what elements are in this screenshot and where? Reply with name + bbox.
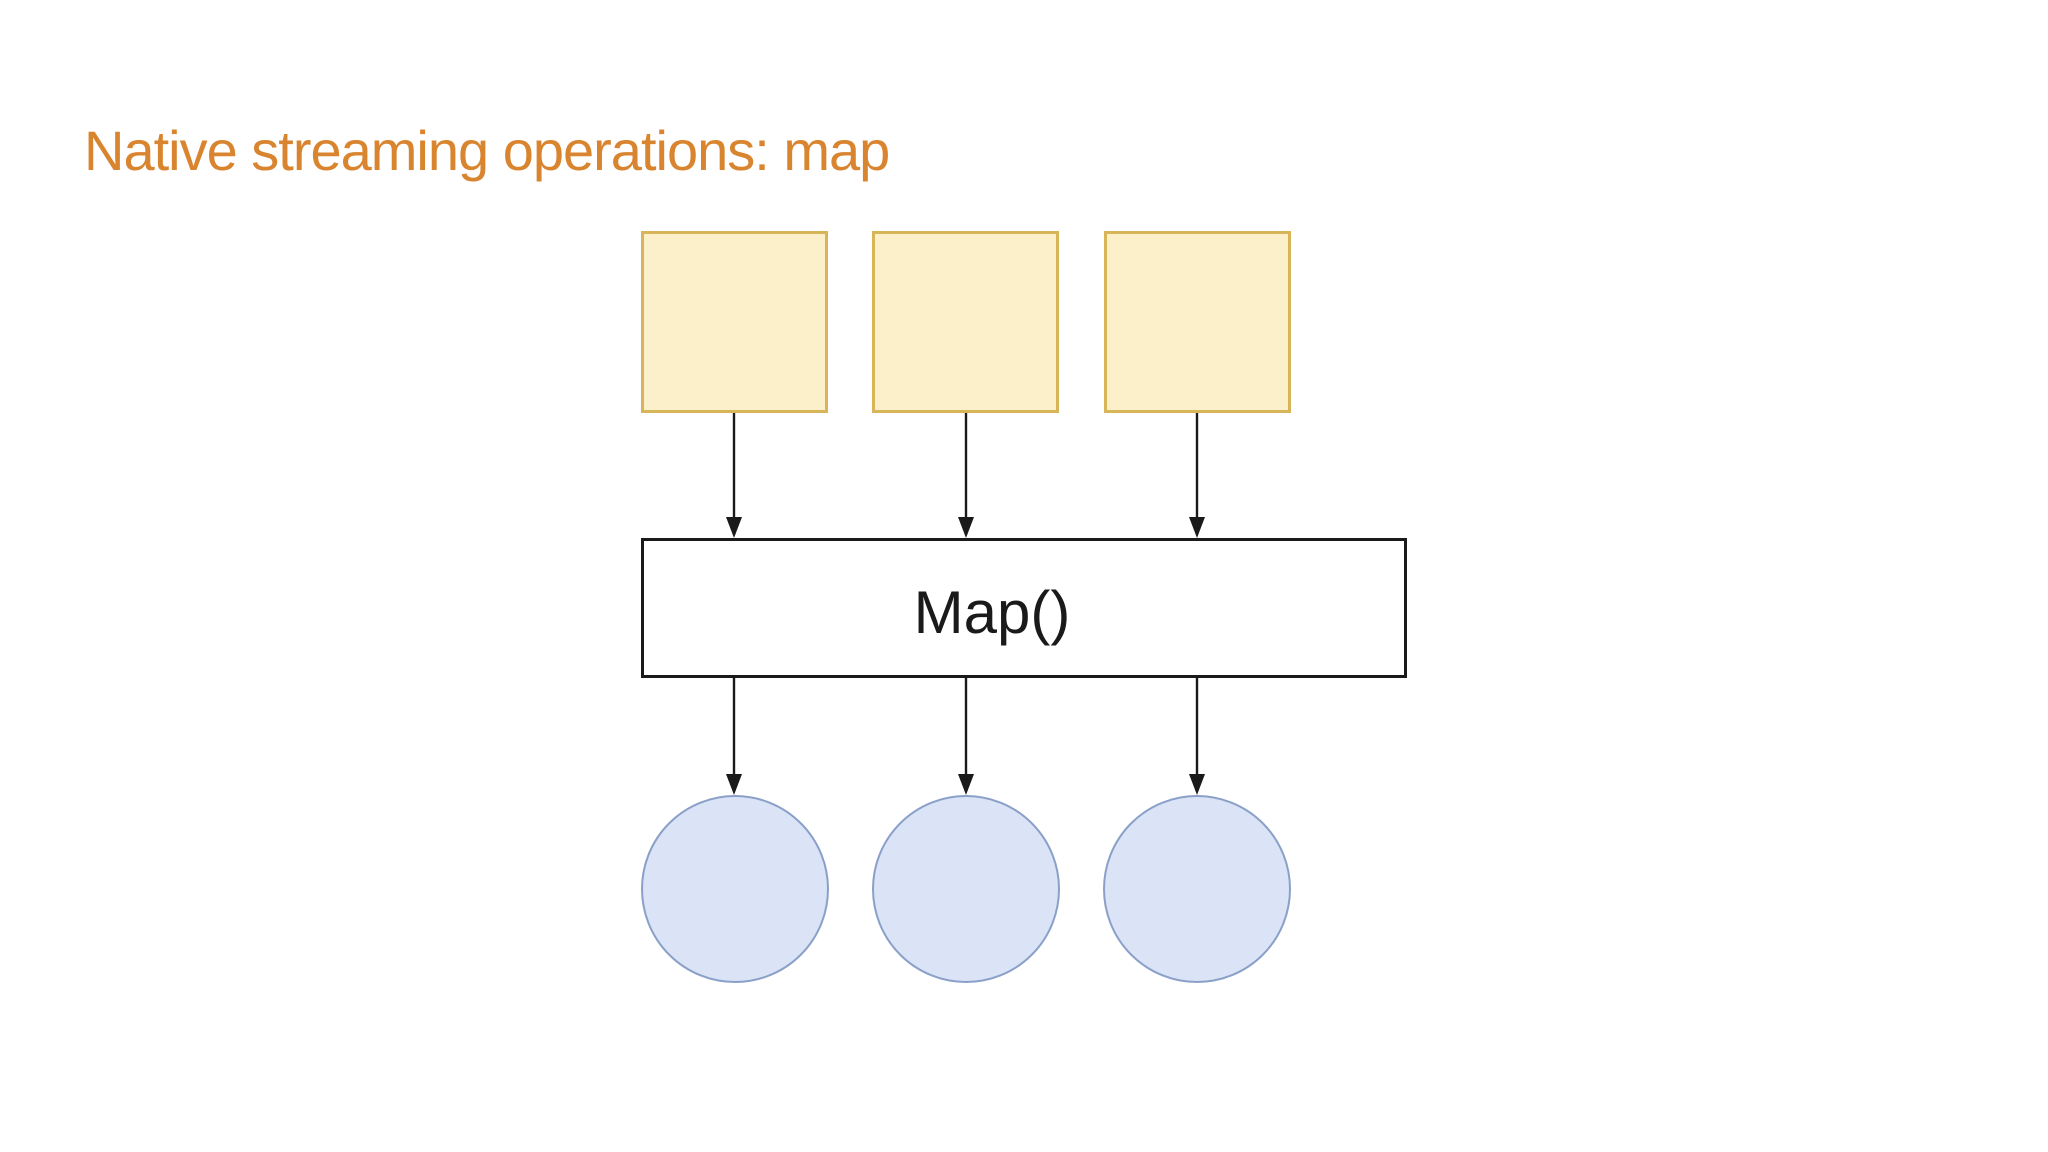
slide-title: Native streaming operations: map	[84, 119, 890, 182]
arrow-down-icon	[958, 678, 974, 795]
arrow-down-icon	[726, 678, 742, 795]
input-square-3	[1104, 231, 1291, 413]
input-square-1	[641, 231, 828, 413]
map-operator-label: Map()	[913, 578, 1071, 646]
output-circle-3	[1103, 795, 1291, 983]
map-operator-box: Map()	[641, 538, 1407, 678]
arrow-down-icon	[1189, 678, 1205, 795]
arrow-down-icon	[726, 413, 742, 538]
input-square-2	[872, 231, 1059, 413]
output-circle-2	[872, 795, 1060, 983]
output-circle-1	[641, 795, 829, 983]
arrow-down-icon	[958, 413, 974, 538]
arrow-down-icon	[1189, 413, 1205, 538]
